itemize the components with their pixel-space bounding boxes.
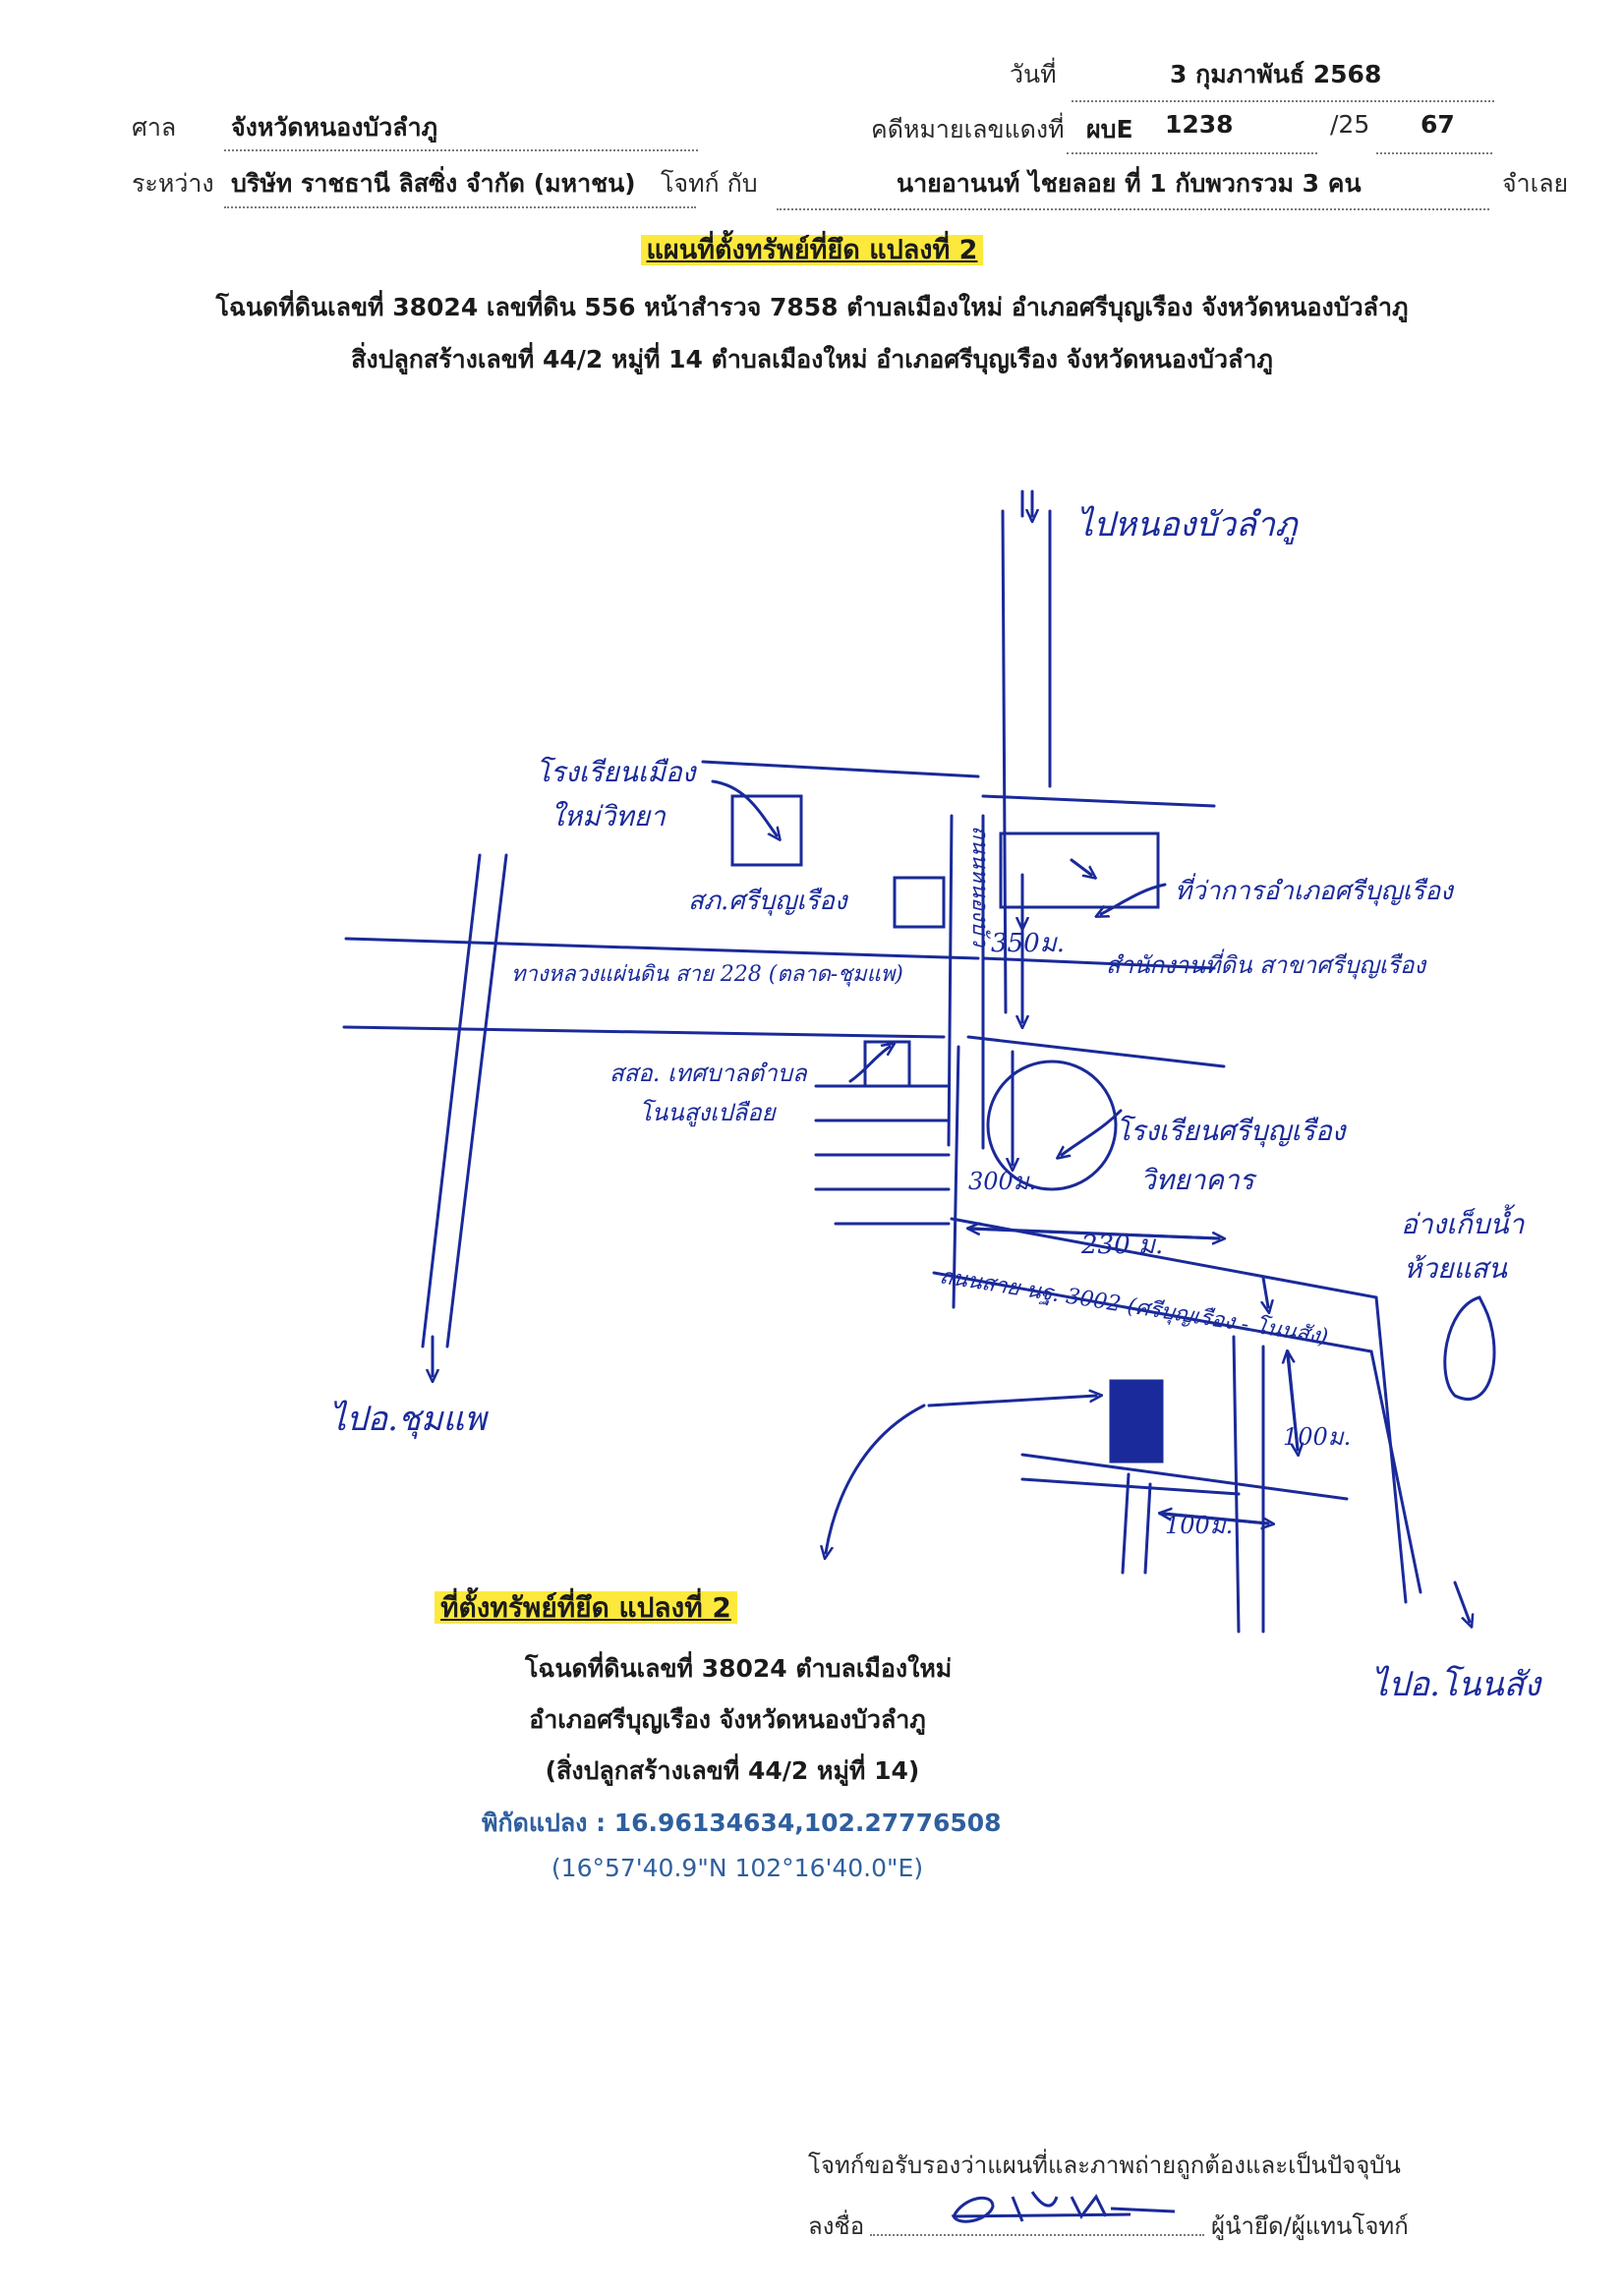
- court-underline: [224, 149, 698, 151]
- seized-plot-marker: [1109, 1379, 1164, 1464]
- plaintiff-underline: [224, 206, 696, 208]
- label-school-muangmai: โรงเรียนเมือง: [536, 756, 698, 788]
- label-to-chumphae: ไปอ.ชุมแพ: [329, 1400, 489, 1439]
- location-box: ที่ตั้งทรัพย์ที่ยึด แปลงที่ 2: [0, 1586, 1624, 1630]
- highway-228-bottom: [342, 1025, 946, 1039]
- court-value: จังหวัดหนองบัวลำภู: [231, 113, 438, 142]
- case-label: คดีหมายเลขแดงที่: [871, 115, 1065, 144]
- label-reservoir: อ่างเก็บน้ำ: [1401, 1204, 1526, 1240]
- location-coordinates-dms: (16°57'40.9"N 102°16'40.0"E): [551, 1854, 924, 1882]
- label-police: สภ.ศรีบุญเรือง: [688, 887, 849, 916]
- case-number: 1238: [1165, 110, 1234, 139]
- location-coordinates: พิกัดแปลง : 16.96134634,102.27776508: [482, 1808, 1002, 1837]
- page-title-wrap: แผนที่ตั้งทรัพย์ที่ยึด แปลงที่ 2: [0, 228, 1624, 270]
- label-to-nonsang: ไปอ.โนนสัง: [1371, 1665, 1542, 1704]
- signature-line: [870, 2234, 1204, 2236]
- arrow-school-muangmai: [711, 779, 777, 835]
- page-title: แผนที่ตั้งทรัพย์ที่ยึด แปลงที่ 2: [640, 235, 984, 265]
- case-year-prefix: /25: [1330, 110, 1370, 139]
- label-hospital-2: โนนสูงเปลือย: [639, 1099, 778, 1127]
- case-underline: [1067, 152, 1317, 154]
- defendant-role: จำเลย: [1502, 169, 1569, 198]
- label-hospital: สสอ. เทศบาลตำบล: [609, 1060, 808, 1087]
- label-dist-100-v: 100ม.: [1283, 1423, 1351, 1451]
- label-dist-350: 350ม.: [991, 929, 1065, 958]
- date-label: วันที่: [1010, 60, 1057, 88]
- label-dist-300: 300ม.: [968, 1168, 1036, 1195]
- defendant-name: นายอานนท์ ไชยลอย ที่ 1 กับพวกรวม 3 คน: [897, 169, 1362, 198]
- certify-text: โจทก์ขอรับรองว่าแผนที่และภาพถ่ายถูกต้องแ…: [808, 2152, 1401, 2179]
- location-line2: อำเภอศรีบุญเรือง จังหวัดหนองบัวลำภู: [529, 1705, 926, 1734]
- deed-line: โฉนดที่ดินเลขที่ 38024 เลขที่ดิน 556 หน้…: [215, 293, 1409, 321]
- road-main-top-left: [1001, 509, 1008, 1014]
- building-line: สิ่งปลูกสร้างเลขที่ 44/2 หมู่ที่ 14 ตำบล…: [351, 345, 1273, 373]
- between-label: ระหว่าง: [132, 169, 214, 198]
- plaintiff-role: โจทก์ กับ: [661, 169, 758, 198]
- label-dist-230: 230 ม.: [1080, 1231, 1163, 1260]
- label-district-office: ที่ว่าการอำเภอศรีบุญเรือง: [1175, 873, 1455, 906]
- highway-228-top: [344, 937, 980, 960]
- label-dist-100-h: 100ม.: [1165, 1512, 1233, 1539]
- road-left-2: [445, 853, 508, 1349]
- arrow-hospital: [848, 1047, 890, 1083]
- court-label: ศาล: [132, 113, 177, 142]
- location-title: ที่ตั้งทรัพย์ที่ยึด แปลงที่ 2: [435, 1591, 737, 1624]
- label-highway-228: ทางหลวงแผ่นดิน สาย 228 (ตลาด-ชุมแพ): [511, 962, 903, 987]
- label-to-nongbua: ไปหนองบัวลำภู: [1076, 505, 1300, 545]
- label-reservoir-2: ห้วยแสน: [1404, 1252, 1508, 1285]
- date-underline: [1072, 100, 1494, 102]
- reservoir-shape: [1443, 1295, 1496, 1401]
- defendant-underline: [777, 208, 1489, 210]
- label-road-vertical: ถนนหนองบัว: [967, 826, 992, 948]
- label-school-muangmai-2: ใหม่วิทยา: [551, 800, 667, 832]
- sign-label: ลงชื่อ: [808, 2212, 865, 2240]
- arrow-school-sriboon: [1062, 1109, 1123, 1155]
- case-prefix: ผบE: [1086, 115, 1133, 144]
- arrow-district-office: [1101, 883, 1167, 914]
- sign-role: ผู้นำยึด/ผู้แทนโจทก์: [1211, 2212, 1409, 2240]
- signature-image: [951, 2191, 1176, 2223]
- label-school-sriboon-2: วิทยาคาร: [1140, 1164, 1257, 1196]
- label-land-office: สำนักงานที่ดิน สาขาศรีบุญเรือง: [1106, 948, 1427, 980]
- location-line3: (สิ่งปลูกสร้างเลขที่ 44/2 หมู่ที่ 14): [545, 1756, 920, 1785]
- arrow-location-pointer: [826, 1404, 926, 1553]
- date-value: 3 กุมภาพันธ์ 2568: [1170, 60, 1382, 88]
- case-year-underline: [1376, 152, 1492, 154]
- plaintiff-name: บริษัท ราชธานี ลิสซิ่ง จำกัด (มหาชน): [231, 169, 636, 198]
- road-3002-bottom: [932, 1271, 1373, 1353]
- location-line1: โฉนดที่ดินเลขที่ 38024 ตำบลเมืองใหม่: [525, 1654, 953, 1683]
- road-left-1: [421, 853, 482, 1349]
- arrow-to-nonsang: [1453, 1580, 1470, 1622]
- case-year-suffix: 67: [1421, 110, 1455, 139]
- label-road-3002: ถนนสาย นฐ. 3002 (ศรีบุญเรือง - โนนสัง): [938, 1263, 1330, 1349]
- label-school-sriboon: โรงเรียนศรีบุญเรือง: [1116, 1115, 1348, 1148]
